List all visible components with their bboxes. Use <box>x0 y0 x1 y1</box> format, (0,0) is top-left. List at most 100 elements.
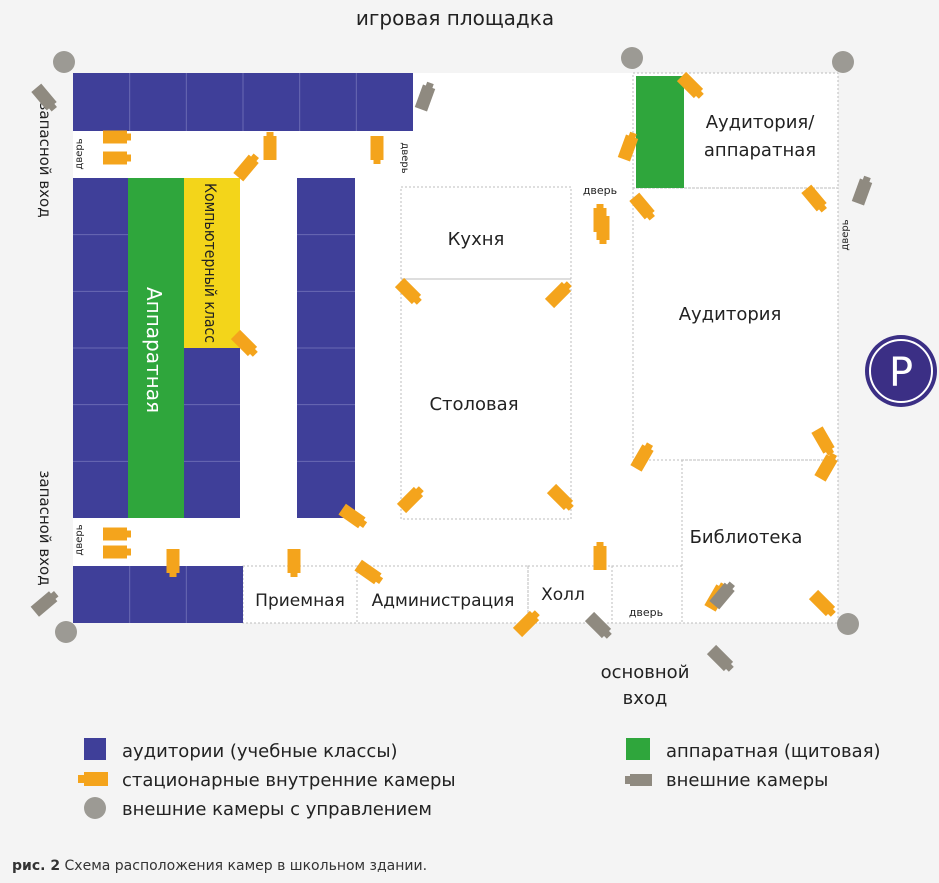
indoor-camera <box>103 545 131 559</box>
ptz-camera <box>53 51 75 73</box>
indoor-camera-lens <box>126 133 131 141</box>
outdoor-cameras <box>30 81 873 672</box>
classroom-block-5 <box>73 566 243 623</box>
canteen-label: Столовая <box>429 394 518 415</box>
kitchen-label: Кухня <box>448 229 505 250</box>
indoor-camera-lens <box>818 204 827 213</box>
indoor-camera-body <box>354 559 382 585</box>
parking-letter: P <box>889 350 913 396</box>
auditorium-label: Аудитория <box>679 304 782 325</box>
indoor-camera-lens <box>126 548 131 556</box>
outdoor-camera-body <box>30 591 58 617</box>
main-entrance-label-1: основной <box>601 662 690 683</box>
indoor-camera-body <box>103 527 127 541</box>
indoor-camera-body <box>546 483 574 511</box>
indoor-camera-lens <box>563 281 572 290</box>
indoor-camera-body <box>808 589 836 617</box>
indoor-camera-lens <box>290 572 298 577</box>
indoor-camera <box>811 426 835 456</box>
indoor-camera-lens <box>373 159 381 164</box>
indoor-camera-body <box>811 426 835 454</box>
outdoor-camera <box>31 83 57 112</box>
legend-outdoor-camera-icon <box>625 774 652 786</box>
indoor-camera-lens <box>250 153 259 162</box>
indoor-camera-lens <box>126 530 131 538</box>
indoor-camera-lens <box>169 572 177 577</box>
hall-label: Холл <box>541 585 585 605</box>
indoor-camera <box>103 130 131 144</box>
indoor-camera-body <box>263 136 277 160</box>
indoor-camera <box>593 542 607 570</box>
indoor-camera-lens <box>828 452 838 461</box>
outdoor-camera-body <box>414 84 436 112</box>
indoor-camera <box>546 483 574 511</box>
outdoor-camera-body <box>706 644 734 672</box>
indoor-camera-lens <box>646 212 655 221</box>
indoor-camera <box>263 132 277 160</box>
outdoor-camera-lens <box>725 663 734 672</box>
server-room-label: Аппаратная <box>142 287 166 413</box>
indoor-camera-body <box>230 329 258 357</box>
indoor-camera <box>103 527 131 541</box>
legend-server-rooms: аппаратная (щитовая) <box>666 741 881 762</box>
indoor-camera-lens <box>644 442 654 451</box>
indoor-camera <box>629 192 655 221</box>
indoor-camera-body <box>593 546 607 570</box>
indoor-camera-lens <box>825 447 835 456</box>
outdoor-camera-body <box>709 582 735 610</box>
ptz-cameras <box>53 47 859 643</box>
legend-indoor-cameras: стационарные внутренние камеры <box>122 770 456 791</box>
classroom-block-3 <box>184 348 240 518</box>
ptz-camera <box>55 621 77 643</box>
indoor-camera <box>233 153 259 182</box>
indoor-camera <box>394 277 422 305</box>
legend-server-swatch <box>626 738 650 760</box>
emergency-exit-label-bottom: запасной вход <box>36 470 54 585</box>
outdoor-camera <box>706 644 734 672</box>
indoor-camera-body <box>814 454 838 482</box>
caption-prefix: рис. 2 <box>12 858 61 874</box>
indoor-camera <box>338 503 368 529</box>
parking-sign: P <box>865 335 937 407</box>
indoor-camera <box>287 549 301 577</box>
administration-label: Администрация <box>372 591 515 611</box>
indoor-camera <box>166 549 180 577</box>
indoor-camera-lens <box>266 132 274 137</box>
auditorium-server-label-2: аппаратная <box>704 140 816 161</box>
indoor-camera-lens <box>596 204 604 209</box>
auditorium-server-green-block <box>636 76 684 188</box>
indoor-camera-lens <box>827 608 836 617</box>
indoor-camera-body <box>103 545 127 559</box>
outdoor-camera-lens <box>425 81 434 89</box>
legend-ptz-cameras: внешние камеры с управлением <box>122 799 432 820</box>
caption-text: Схема расположения камер в школьном здан… <box>64 858 428 874</box>
indoor-camera-body <box>630 444 654 472</box>
door-label-kitchen: дверь <box>583 184 617 197</box>
outdoor-camera-lens <box>50 591 59 600</box>
room-outlines <box>242 72 839 624</box>
indoor-camera-lens <box>565 502 574 511</box>
classroom-blocks <box>73 73 413 623</box>
indoor-camera-body <box>596 216 610 240</box>
door-label-main: дверь <box>629 606 663 619</box>
indoor-camera <box>354 559 384 585</box>
indoor-camera <box>596 216 610 244</box>
ptz-camera <box>621 47 643 69</box>
legend-outdoor-cameras: внешние камеры <box>666 770 828 791</box>
outdoor-camera <box>30 591 59 617</box>
door-label-left-bottom: дверь <box>74 524 85 555</box>
indoor-camera-body <box>233 154 259 182</box>
computer-class-block <box>184 178 240 348</box>
outdoor-camera-body <box>31 83 57 111</box>
outdoor-camera <box>414 81 436 112</box>
figure-caption: рис. 2 Схема расположения камер в школьн… <box>12 858 427 874</box>
outdoor-camera-lens <box>862 175 871 183</box>
outdoor-camera <box>584 611 612 639</box>
indoor-camera-lens <box>531 610 540 619</box>
emergency-exit-label-top: запасной вход <box>36 102 54 217</box>
indoor-camera <box>676 71 704 99</box>
indoor-camera-body <box>103 130 127 144</box>
indoor-camera-lens <box>415 486 424 495</box>
indoor-camera-body <box>801 184 827 212</box>
